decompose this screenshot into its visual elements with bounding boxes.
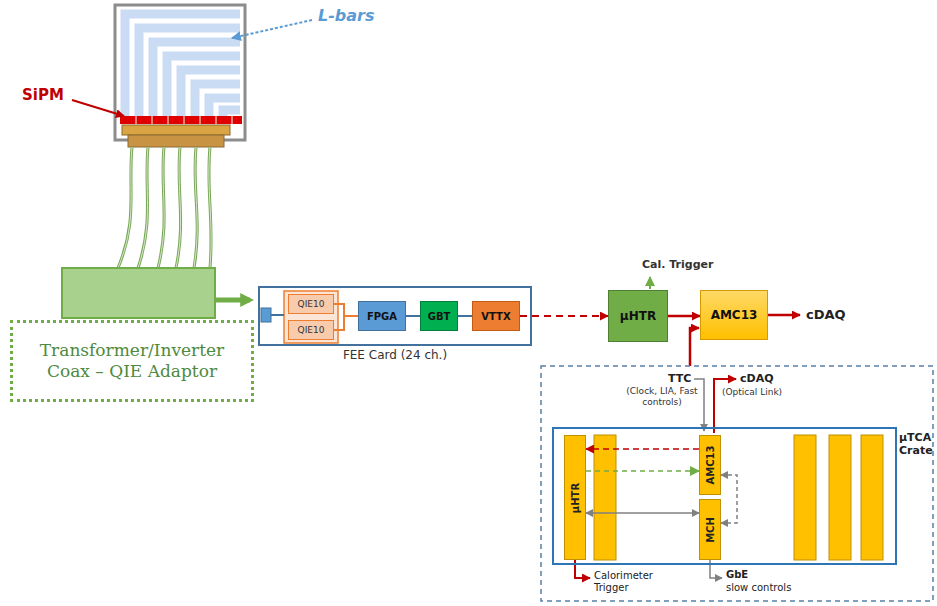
chip-box: FPGA xyxy=(358,301,406,331)
board-box: µHTR xyxy=(608,290,668,342)
connector xyxy=(586,512,699,514)
connector xyxy=(334,304,358,316)
node-text: Transformer/Inverter Coax – QIE Adaptor xyxy=(13,338,251,385)
signal-note: slow controls xyxy=(726,582,791,593)
signal-label: TTC xyxy=(668,372,691,385)
signal-note: (Optical Link) xyxy=(722,387,782,397)
connector xyxy=(406,315,420,317)
node-text: µHTR xyxy=(620,309,656,323)
chip-box: VTTX xyxy=(472,301,520,331)
node-text: FPGA xyxy=(367,311,397,322)
node-text: FEE Card (24 ch.) xyxy=(260,348,530,362)
node-text: µTCA Crate xyxy=(899,431,933,457)
signal-label: Calorimeter Trigger xyxy=(594,570,660,594)
crate-slot: MCH xyxy=(699,499,721,560)
node-text: QIE10 xyxy=(298,299,325,309)
connector xyxy=(334,316,358,330)
node-text: AMC13 xyxy=(711,308,758,322)
signal-note: (Clock, LIA, Fast controls) xyxy=(624,386,700,408)
node-text: µHTR xyxy=(570,482,581,512)
crate-slot: µHTR xyxy=(564,435,586,560)
board-box: AMC13 xyxy=(700,290,768,340)
signal-label: cDAQ xyxy=(740,372,774,385)
crate-slot: AMC13 xyxy=(699,435,721,495)
crate-box: µTCA CrateµHTRAMC13MCH xyxy=(552,427,897,565)
connector xyxy=(586,448,699,450)
part-label: L-bars xyxy=(318,6,375,25)
connector xyxy=(586,470,699,472)
chip-box: QIE10 xyxy=(288,320,334,340)
node-text: AMC13 xyxy=(705,446,716,485)
chip-box: QIE10 xyxy=(288,294,334,314)
node-text: MCH xyxy=(705,517,716,543)
connector xyxy=(520,315,608,317)
chip-box: GBT xyxy=(420,301,458,331)
adaptor-label-box: Transformer/Inverter Coax – QIE Adaptor xyxy=(10,320,254,402)
signal-label: GbE xyxy=(726,569,748,580)
connector xyxy=(668,315,700,318)
connector xyxy=(721,475,737,523)
node-text: QIE10 xyxy=(298,325,325,335)
fee-card: FEE Card (24 ch.)QIE10QIE10FPGAGBTVTTX xyxy=(258,286,532,346)
signal-label: cDAQ xyxy=(806,307,846,322)
node-text: VTTX xyxy=(481,311,510,322)
signal-label: Cal. Trigger xyxy=(642,258,713,271)
part-label: SiPM xyxy=(22,86,64,104)
connector xyxy=(458,315,472,317)
node-text: GBT xyxy=(428,311,451,322)
